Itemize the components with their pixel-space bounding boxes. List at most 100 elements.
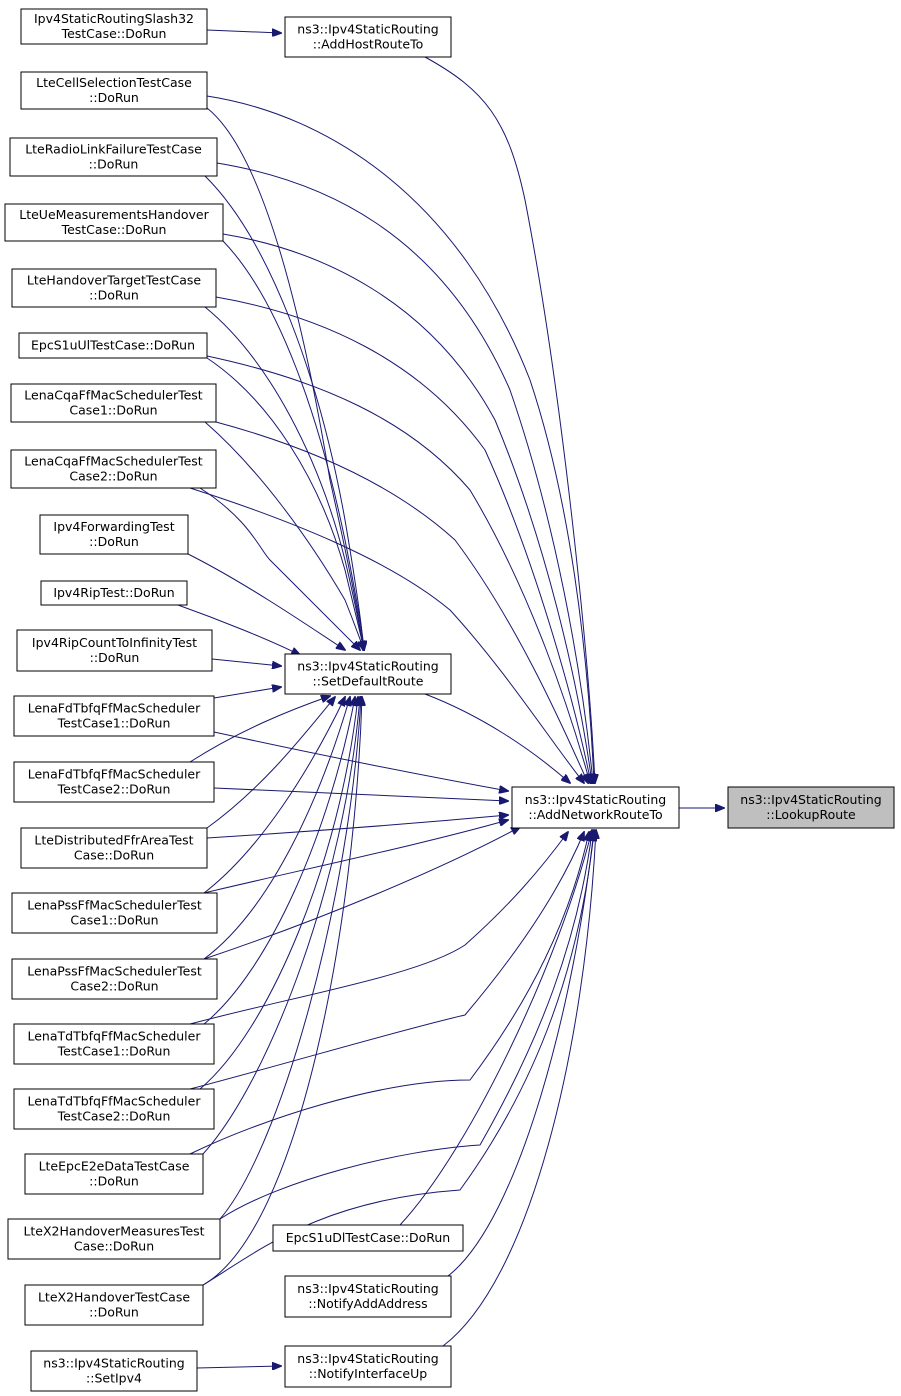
edge-uemeas-to-addnet (222, 233, 592, 783)
node-fwd[interactable]: Ipv4ForwardingTest::DoRun (39, 514, 189, 555)
node-box (4, 203, 224, 242)
edge-setipv4-to-notif (196, 1366, 281, 1368)
node-label: ::DoRun (90, 650, 140, 665)
edge-x2ho-to-addnet (202, 832, 594, 1286)
node-setipv4[interactable]: ns3::Ipv4StaticRouting::SetIpv4 (30, 1350, 198, 1392)
node-label: ::DoRun (89, 1305, 139, 1320)
node-box (24, 1153, 204, 1195)
node-rlf[interactable]: LteRadioLinkFailureTestCase::DoRun (9, 137, 218, 177)
node-addnet[interactable]: ns3::Ipv4StaticRouting::AddNetworkRouteT… (511, 786, 680, 829)
node-box (272, 1224, 464, 1252)
edge-cqa2-to-setdef (199, 487, 360, 650)
node-x2ho[interactable]: LteX2HandoverTestCase::DoRun (24, 1284, 204, 1326)
node-label: ::SetIpv4 (86, 1371, 142, 1386)
node-label: ns3::Ipv4StaticRouting (525, 792, 666, 807)
edge-x2ho-to-setdef (202, 697, 362, 1286)
edge-pss2-to-setdef (203, 697, 350, 960)
node-lookup[interactable]: ns3::Ipv4StaticRouting::LookupRoute (727, 786, 895, 829)
edge-rlf-to-addnet (216, 162, 593, 783)
node-hotarget[interactable]: LteHandoverTargetTestCase::DoRun (11, 268, 217, 308)
node-box (39, 514, 189, 555)
node-label: LteUeMeasurementsHandover (19, 207, 209, 222)
edge-cqa2-to-addnet (189, 487, 584, 783)
node-label: LteEpcE2eDataTestCase (39, 1159, 190, 1174)
node-box (284, 653, 452, 695)
node-rip[interactable]: Ipv4RipTest::DoRun (40, 580, 188, 606)
node-box (10, 449, 217, 489)
edge-x2meas-to-setdef (219, 697, 361, 1220)
node-label: EpcS1uUlTestCase::DoRun (31, 338, 195, 353)
node-label: Ipv4RipTest::DoRun (53, 585, 174, 600)
node-label: ::NotifyAddAddress (308, 1296, 427, 1311)
node-label: ::AddHostRouteTo (313, 37, 424, 52)
node-box (13, 761, 215, 803)
nodes-layer: ns3::Ipv4StaticRouting::LookupRoutens3::… (4, 8, 895, 1392)
node-label: TestCase1::DoRun (57, 716, 171, 731)
edge-td1-to-setdef (203, 697, 355, 1025)
node-box (11, 268, 217, 308)
node-box (9, 137, 218, 177)
edge-addhost-to-addnet (424, 56, 595, 783)
edge-pss2-to-addnet (203, 827, 520, 960)
node-epcdl[interactable]: EpcS1uDlTestCase::DoRun (272, 1224, 464, 1252)
node-label: TestCase::DoRun (61, 222, 167, 237)
node-box (16, 629, 213, 672)
node-box (11, 892, 218, 934)
node-label: Case::DoRun (74, 1239, 154, 1254)
edge-cellsel-to-setdef (206, 107, 363, 650)
edge-e2e-to-addnet (189, 832, 589, 1155)
edge-epcdl-to-addnet (399, 830, 592, 1226)
node-label: Case::DoRun (74, 848, 154, 863)
node-cellsel[interactable]: LteCellSelectionTestCase::DoRun (20, 71, 208, 110)
node-box (7, 1218, 221, 1260)
node-e2e[interactable]: LteEpcE2eDataTestCase::DoRun (24, 1153, 204, 1195)
node-notaddr[interactable]: ns3::Ipv4StaticRouting::NotifyAddAddress (284, 1275, 452, 1318)
node-label: ns3::Ipv4StaticRouting (297, 1281, 438, 1296)
node-label: Ipv4RipCountToInfinityTest (32, 635, 197, 650)
node-label: LteCellSelectionTestCase (36, 75, 192, 90)
node-label: ::DoRun (89, 288, 139, 303)
node-label: LenaFdTbfqFfMacScheduler (28, 701, 201, 716)
node-ripinf[interactable]: Ipv4RipCountToInfinityTest::DoRun (16, 629, 213, 672)
node-label: LenaCqaFfMacSchedulerTest (24, 388, 203, 403)
edge-ripinf-to-setdef (211, 658, 281, 666)
node-epcul[interactable]: EpcS1uUlTestCase::DoRun (18, 332, 208, 359)
node-label: Case1::DoRun (69, 403, 157, 418)
node-label: ::LookupRoute (766, 807, 856, 822)
edge-epcul-to-setdef (206, 357, 364, 650)
node-box (10, 383, 217, 423)
edge-cqa1-to-addnet (215, 421, 588, 783)
node-label: ns3::Ipv4StaticRouting (297, 659, 438, 674)
edge-slash32-to-addhost (206, 30, 281, 33)
node-label: ::DoRun (89, 157, 139, 172)
node-label: ::DoRun (89, 1174, 139, 1189)
node-box (13, 1023, 215, 1065)
edge-fwd-to-setdef (187, 553, 345, 650)
node-notif[interactable]: ns3::Ipv4StaticRouting::NotifyInterfaceU… (284, 1345, 452, 1388)
node-addhost[interactable]: ns3::Ipv4StaticRouting::AddHostRouteTo (284, 16, 452, 58)
node-box (18, 332, 208, 359)
node-setdef[interactable]: ns3::Ipv4StaticRouting::SetDefaultRoute (284, 653, 452, 695)
node-label: Case2::DoRun (69, 469, 157, 484)
node-box (727, 786, 895, 829)
node-label: EpcS1uDlTestCase::DoRun (286, 1230, 450, 1245)
node-box (284, 16, 452, 58)
node-label: ns3::Ipv4StaticRouting (740, 792, 881, 807)
node-box (30, 1350, 198, 1392)
node-label: TestCase::DoRun (61, 26, 167, 41)
edge-hotarget-to-setdef (204, 306, 364, 650)
node-label: ns3::Ipv4StaticRouting (297, 1351, 438, 1366)
